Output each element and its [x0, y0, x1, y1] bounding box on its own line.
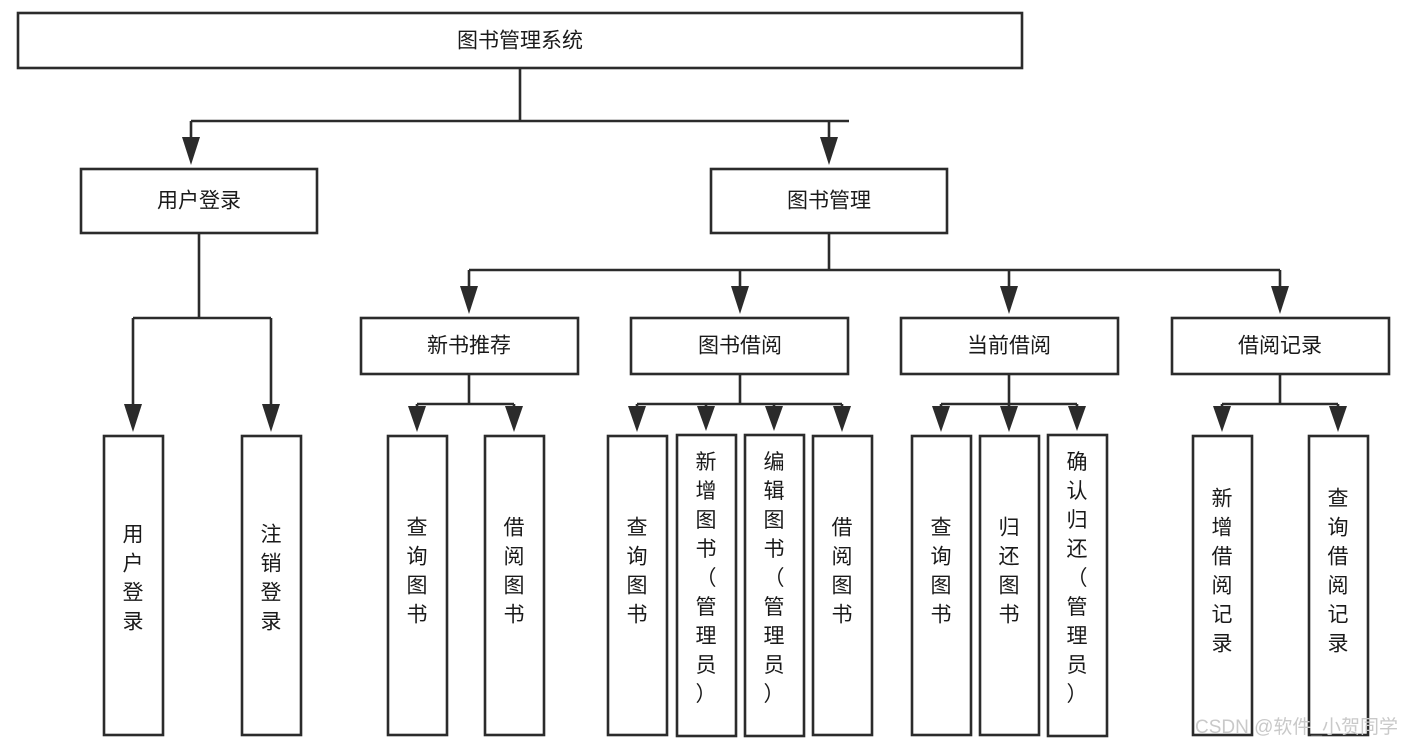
node-borrow-record[interactable]: 借阅记录 [1170, 316, 1391, 376]
watermark-label: CSDN @软件_小贺同学 [1195, 716, 1398, 738]
node-leaf-add-borrow-record-label: 新增借阅记录 [1212, 488, 1233, 656]
node-user-login[interactable]: 用户登录 [79, 167, 319, 235]
connector-bookborrow-to-leaves [628, 374, 851, 432]
node-leaf-return-book[interactable]: 归还图书 [978, 434, 1041, 737]
node-leaf-query-book-1-label: 查询图书 [407, 517, 428, 627]
node-current-borrow[interactable]: 当前借阅 [899, 316, 1120, 376]
node-book-manage[interactable]: 图书管理 [709, 167, 949, 235]
node-user-login-label: 用户登录 [157, 190, 241, 213]
node-leaf-user-login-label: 用户登录 [123, 524, 144, 634]
node-leaf-add-borrow-record[interactable]: 新增借阅记录 [1191, 434, 1254, 737]
node-leaf-borrow-book-1-label: 借阅图书 [504, 517, 525, 627]
node-leaf-query-borrow-record[interactable]: 查询借阅记录 [1307, 434, 1370, 737]
node-book-manage-label: 图书管理 [787, 190, 871, 213]
node-leaf-query-book-3[interactable]: 查询图书 [910, 434, 973, 737]
connector-userlogin-to-leaves [124, 233, 280, 432]
connector-root-to-level1 [182, 68, 849, 165]
node-book-borrow[interactable]: 图书借阅 [629, 316, 850, 376]
connector-currentborrow-to-leaves [932, 374, 1086, 432]
connector-bookmanage-to-level2 [460, 233, 1289, 314]
node-leaf-logout-login[interactable]: 注销登录 [240, 434, 303, 737]
connector-newbook-to-leaves [408, 374, 523, 432]
node-leaf-query-book-1[interactable]: 查询图书 [386, 434, 449, 737]
node-leaf-query-book-2-label: 查询图书 [627, 517, 648, 627]
node-leaf-confirm-return-admin-label: 确认归还（管理员） [1067, 451, 1088, 706]
node-leaf-query-book-2[interactable]: 查询图书 [606, 434, 669, 737]
node-leaf-confirm-return-admin[interactable]: 确认归还（管理员） [1046, 433, 1109, 738]
node-leaf-edit-book-admin-label: 编辑图书（管理员） [764, 451, 785, 706]
node-leaf-add-book-admin[interactable]: 新增图书（管理员） [675, 433, 738, 738]
node-leaf-borrow-book-2-label: 借阅图书 [832, 517, 853, 627]
node-root[interactable]: 图书管理系统 [16, 11, 1024, 70]
node-new-book-recommend-label: 新书推荐 [427, 335, 511, 358]
node-leaf-return-book-label: 归还图书 [999, 517, 1020, 627]
node-book-borrow-label: 图书借阅 [698, 335, 782, 358]
node-leaf-borrow-book-2[interactable]: 借阅图书 [811, 434, 874, 737]
node-leaf-query-book-3-label: 查询图书 [931, 517, 952, 627]
node-leaf-user-login[interactable]: 用户登录 [102, 434, 165, 737]
node-leaf-logout-login-label: 注销登录 [261, 524, 282, 634]
node-new-book-recommend[interactable]: 新书推荐 [359, 316, 580, 376]
node-leaf-edit-book-admin[interactable]: 编辑图书（管理员） [743, 433, 806, 738]
node-root-label: 图书管理系统 [457, 30, 583, 53]
node-leaf-query-borrow-record-label: 查询借阅记录 [1328, 488, 1349, 656]
connector-borrowrecord-to-leaves [1213, 374, 1347, 432]
node-leaf-add-book-admin-label: 新增图书（管理员） [696, 451, 717, 706]
node-leaf-borrow-book-1[interactable]: 借阅图书 [483, 434, 546, 737]
node-borrow-record-label: 借阅记录 [1238, 335, 1322, 358]
node-current-borrow-label: 当前借阅 [967, 335, 1051, 358]
